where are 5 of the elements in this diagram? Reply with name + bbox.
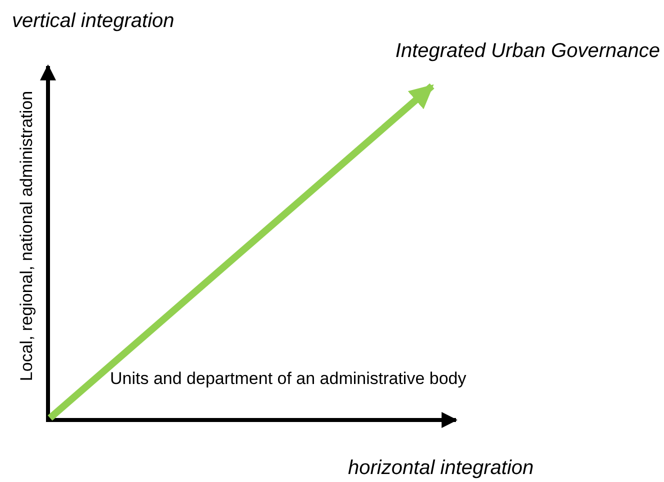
axis-title: horizontal integration: [348, 457, 534, 480]
annotation-text: Units and department of an administrative body: [110, 369, 466, 389]
axis-title: vertical integration: [12, 10, 174, 33]
goal-label: Integrated Urban Governance: [395, 40, 660, 63]
axis-title: Local, regional, national administration: [17, 90, 37, 382]
